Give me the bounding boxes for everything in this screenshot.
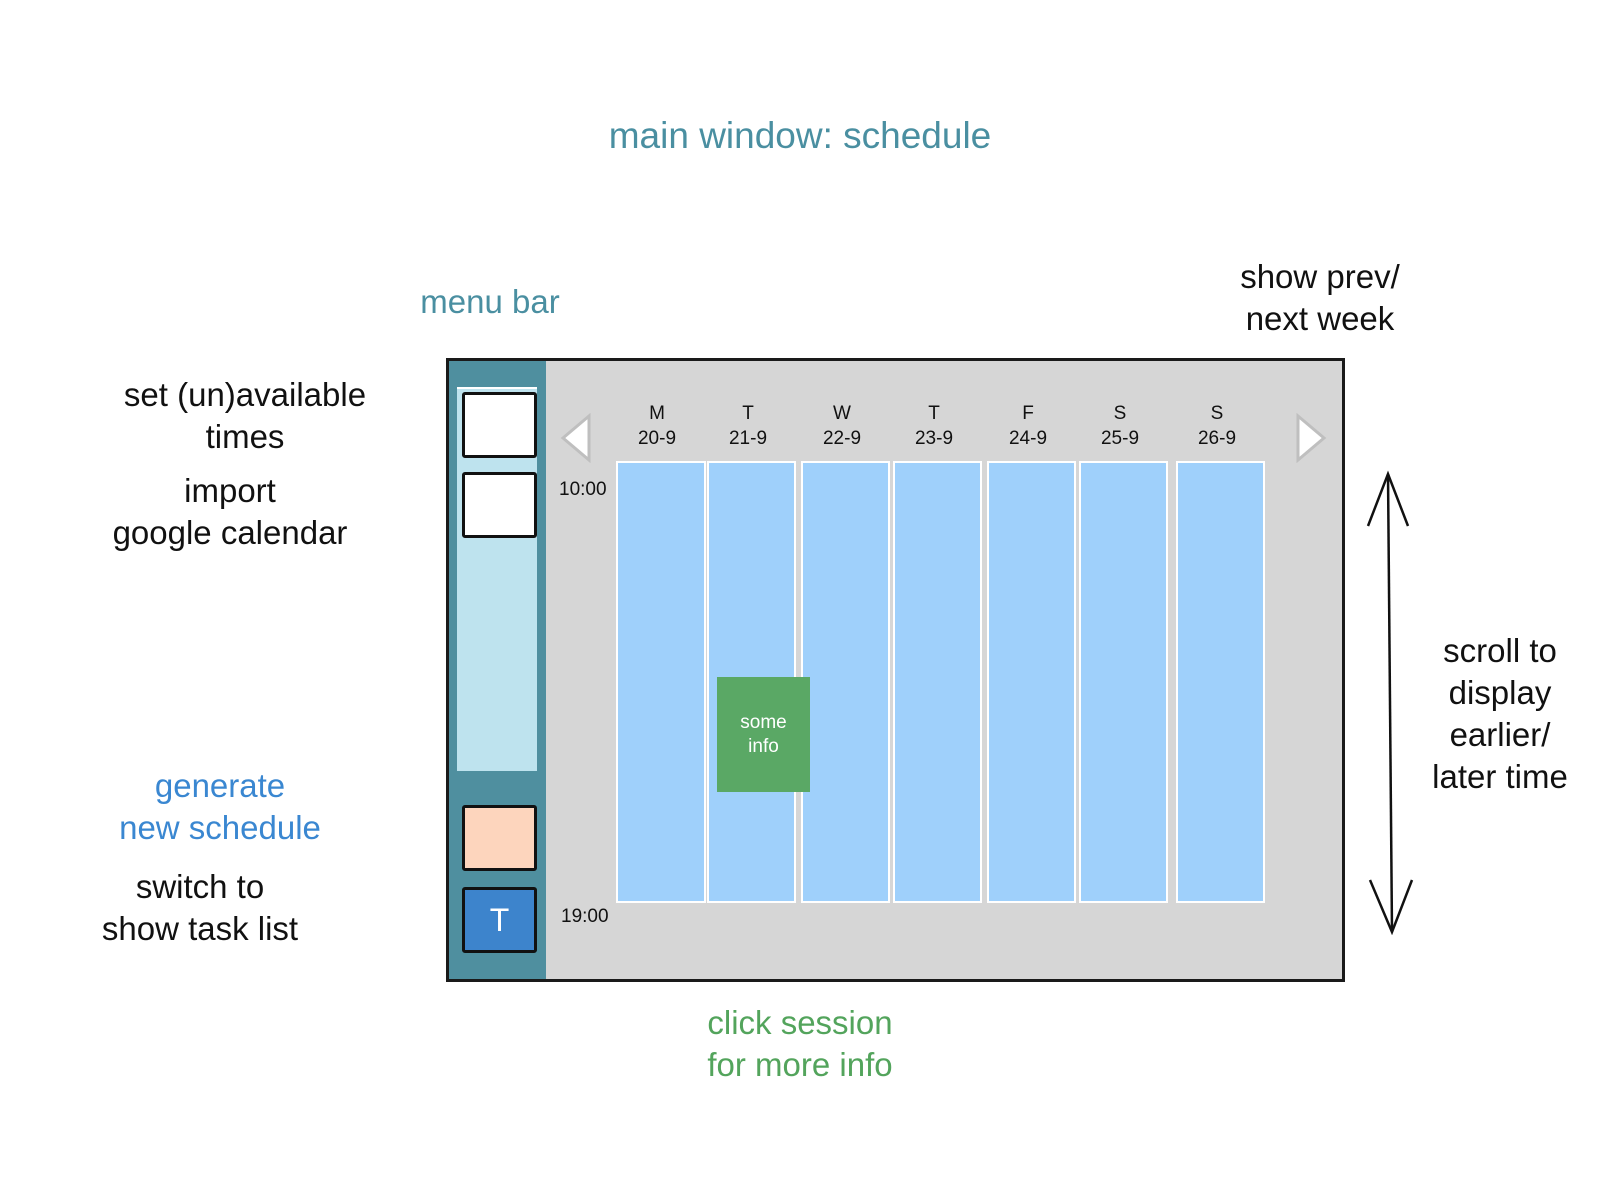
day-header: F 24-9 (983, 401, 1073, 451)
menu-bar-label: menu bar (420, 283, 560, 320)
day-letter: T (928, 403, 940, 424)
day-header: T 23-9 (889, 401, 979, 451)
start-time-label: 10:00 (559, 479, 607, 500)
next-week-icon[interactable] (1294, 413, 1328, 463)
day-letter: M (649, 403, 665, 424)
day-header: S 25-9 (1075, 401, 1165, 451)
page-title: main window: schedule (608, 115, 992, 156)
task-list-button[interactable]: T (462, 887, 537, 953)
menu-bar: T (449, 361, 546, 979)
prev-week-icon[interactable] (559, 413, 593, 463)
day-letter: T (742, 403, 754, 424)
day-header: T 21-9 (703, 401, 793, 451)
import-calendar-label: import google calendar (112, 472, 348, 551)
set-availability-label: set (un)available times (123, 376, 367, 455)
day-date: 25-9 (1100, 428, 1140, 449)
day-header: S 26-9 (1172, 401, 1262, 451)
day-date: 26-9 (1197, 428, 1237, 449)
day-letter: W (833, 403, 851, 424)
day-letter: F (1022, 403, 1034, 424)
day-column[interactable] (1176, 461, 1265, 903)
day-letter: S (1113, 403, 1127, 424)
import-calendar-button[interactable] (462, 472, 537, 538)
session-block[interactable]: some info (717, 677, 810, 792)
day-date: 22-9 (822, 428, 862, 449)
session-text-line1: some (740, 711, 787, 733)
day-date: 23-9 (914, 428, 954, 449)
scroll-arrow-icon (1366, 470, 1414, 935)
day-date: 24-9 (1008, 428, 1048, 449)
click-session-label: click session for more info (707, 1004, 893, 1083)
generate-schedule-button[interactable] (462, 805, 537, 871)
switch-task-list-label: switch to show task list (101, 868, 299, 947)
day-header: W 22-9 (797, 401, 887, 451)
generate-schedule-label: generate new schedule (119, 767, 321, 846)
end-time-label: 19:00 (561, 906, 609, 927)
day-column[interactable] (987, 461, 1076, 903)
day-letter: S (1210, 403, 1224, 424)
session-text-line2: info (748, 735, 779, 757)
week-nav-label: show prev/ next week (1240, 258, 1400, 337)
day-header: M 20-9 (612, 401, 702, 451)
day-date: 21-9 (728, 428, 768, 449)
scroll-label: scroll to display earlier/ later time (1432, 632, 1568, 795)
set-availability-button[interactable] (462, 392, 537, 458)
day-column[interactable] (1079, 461, 1168, 903)
day-column[interactable] (893, 461, 982, 903)
day-date: 20-9 (637, 428, 677, 449)
day-column[interactable] (801, 461, 890, 903)
day-column[interactable] (616, 461, 706, 903)
